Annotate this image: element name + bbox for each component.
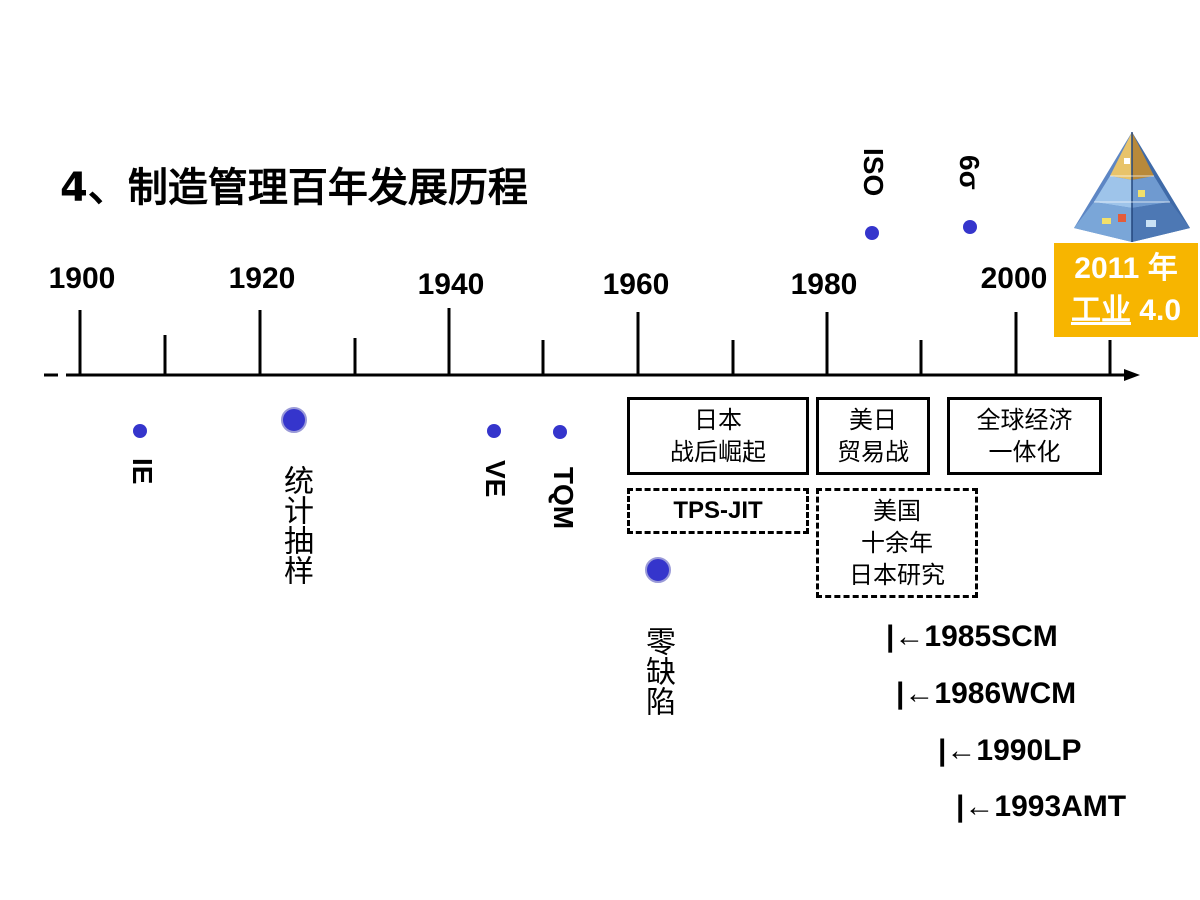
- period-us-study-japan-label: 美国 十余年 日本研究: [849, 497, 945, 589]
- industry-4-badge-year: 2011 年: [1074, 252, 1178, 285]
- industry-4-badge-underlined: 工业: [1070, 294, 1131, 327]
- event-ve-label: VE: [480, 460, 511, 498]
- milestone-1986-wcm: |←1986WCM: [896, 677, 1077, 710]
- year-label-1960: 1960: [602, 268, 670, 301]
- period-tps-jit-label: TPS-JIT: [673, 497, 763, 524]
- event-zero-defect-dot: [645, 557, 671, 583]
- industry-4-badge-line2: 工业 4.0: [1054, 290, 1198, 332]
- milestone-1993-amt: |←1993AMT: [956, 790, 1127, 823]
- period-us-japan-trade-war-box: 美日 贸易战: [816, 397, 930, 475]
- period-global-integration-box: 全球经济 一体化: [947, 397, 1102, 475]
- year-label-1940: 1940: [417, 268, 485, 301]
- timeline-ticks: [78, 308, 1112, 375]
- industry-4-badge: 2011 年 工业 4.0: [1054, 243, 1198, 337]
- industry-4-badge-version: 4.0: [1130, 294, 1182, 327]
- event-six-sigma-dot: [963, 220, 977, 234]
- year-label-1920: 1920: [228, 262, 296, 295]
- period-us-japan-trade-war-label: 美日 贸易战: [837, 406, 909, 466]
- event-iso-dot: [865, 226, 879, 240]
- pyramid-collage-icon: [1074, 132, 1190, 242]
- event-six-sigma-label: 6σ: [954, 155, 985, 190]
- year-label-2000: 2000: [980, 262, 1048, 295]
- year-label-1900: 1900: [48, 262, 116, 295]
- event-ie-dot: [133, 424, 147, 438]
- period-tps-jit-box: TPS-JIT: [627, 488, 809, 534]
- event-zero-defect-label: 零缺陷: [640, 626, 675, 716]
- milestone-1990-lp: |←1990LP: [938, 734, 1082, 767]
- year-label-1980: 1980: [790, 268, 858, 301]
- event-tqm-label: TQM: [548, 466, 579, 530]
- event-tqm-dot: [553, 425, 567, 439]
- page-title: 4、制造管理百年发展历程: [60, 165, 528, 211]
- event-stat-sampling-dot: [281, 407, 307, 433]
- event-ve-dot: [487, 424, 501, 438]
- period-japan-rise-box: 日本 战后崛起: [627, 397, 809, 475]
- event-ie-label: IE: [127, 458, 158, 485]
- event-iso-label: ISO: [858, 148, 889, 197]
- period-japan-rise-label: 日本 战后崛起: [670, 406, 766, 466]
- period-global-integration-label: 全球经济 一体化: [976, 406, 1073, 466]
- milestone-1985-scm: |←1985SCM: [886, 620, 1058, 653]
- timeline-arrow-icon: [1124, 369, 1140, 381]
- event-stat-sampling-label: 统计抽样: [278, 465, 313, 585]
- period-us-study-japan-box: 美国 十余年 日本研究: [816, 488, 978, 598]
